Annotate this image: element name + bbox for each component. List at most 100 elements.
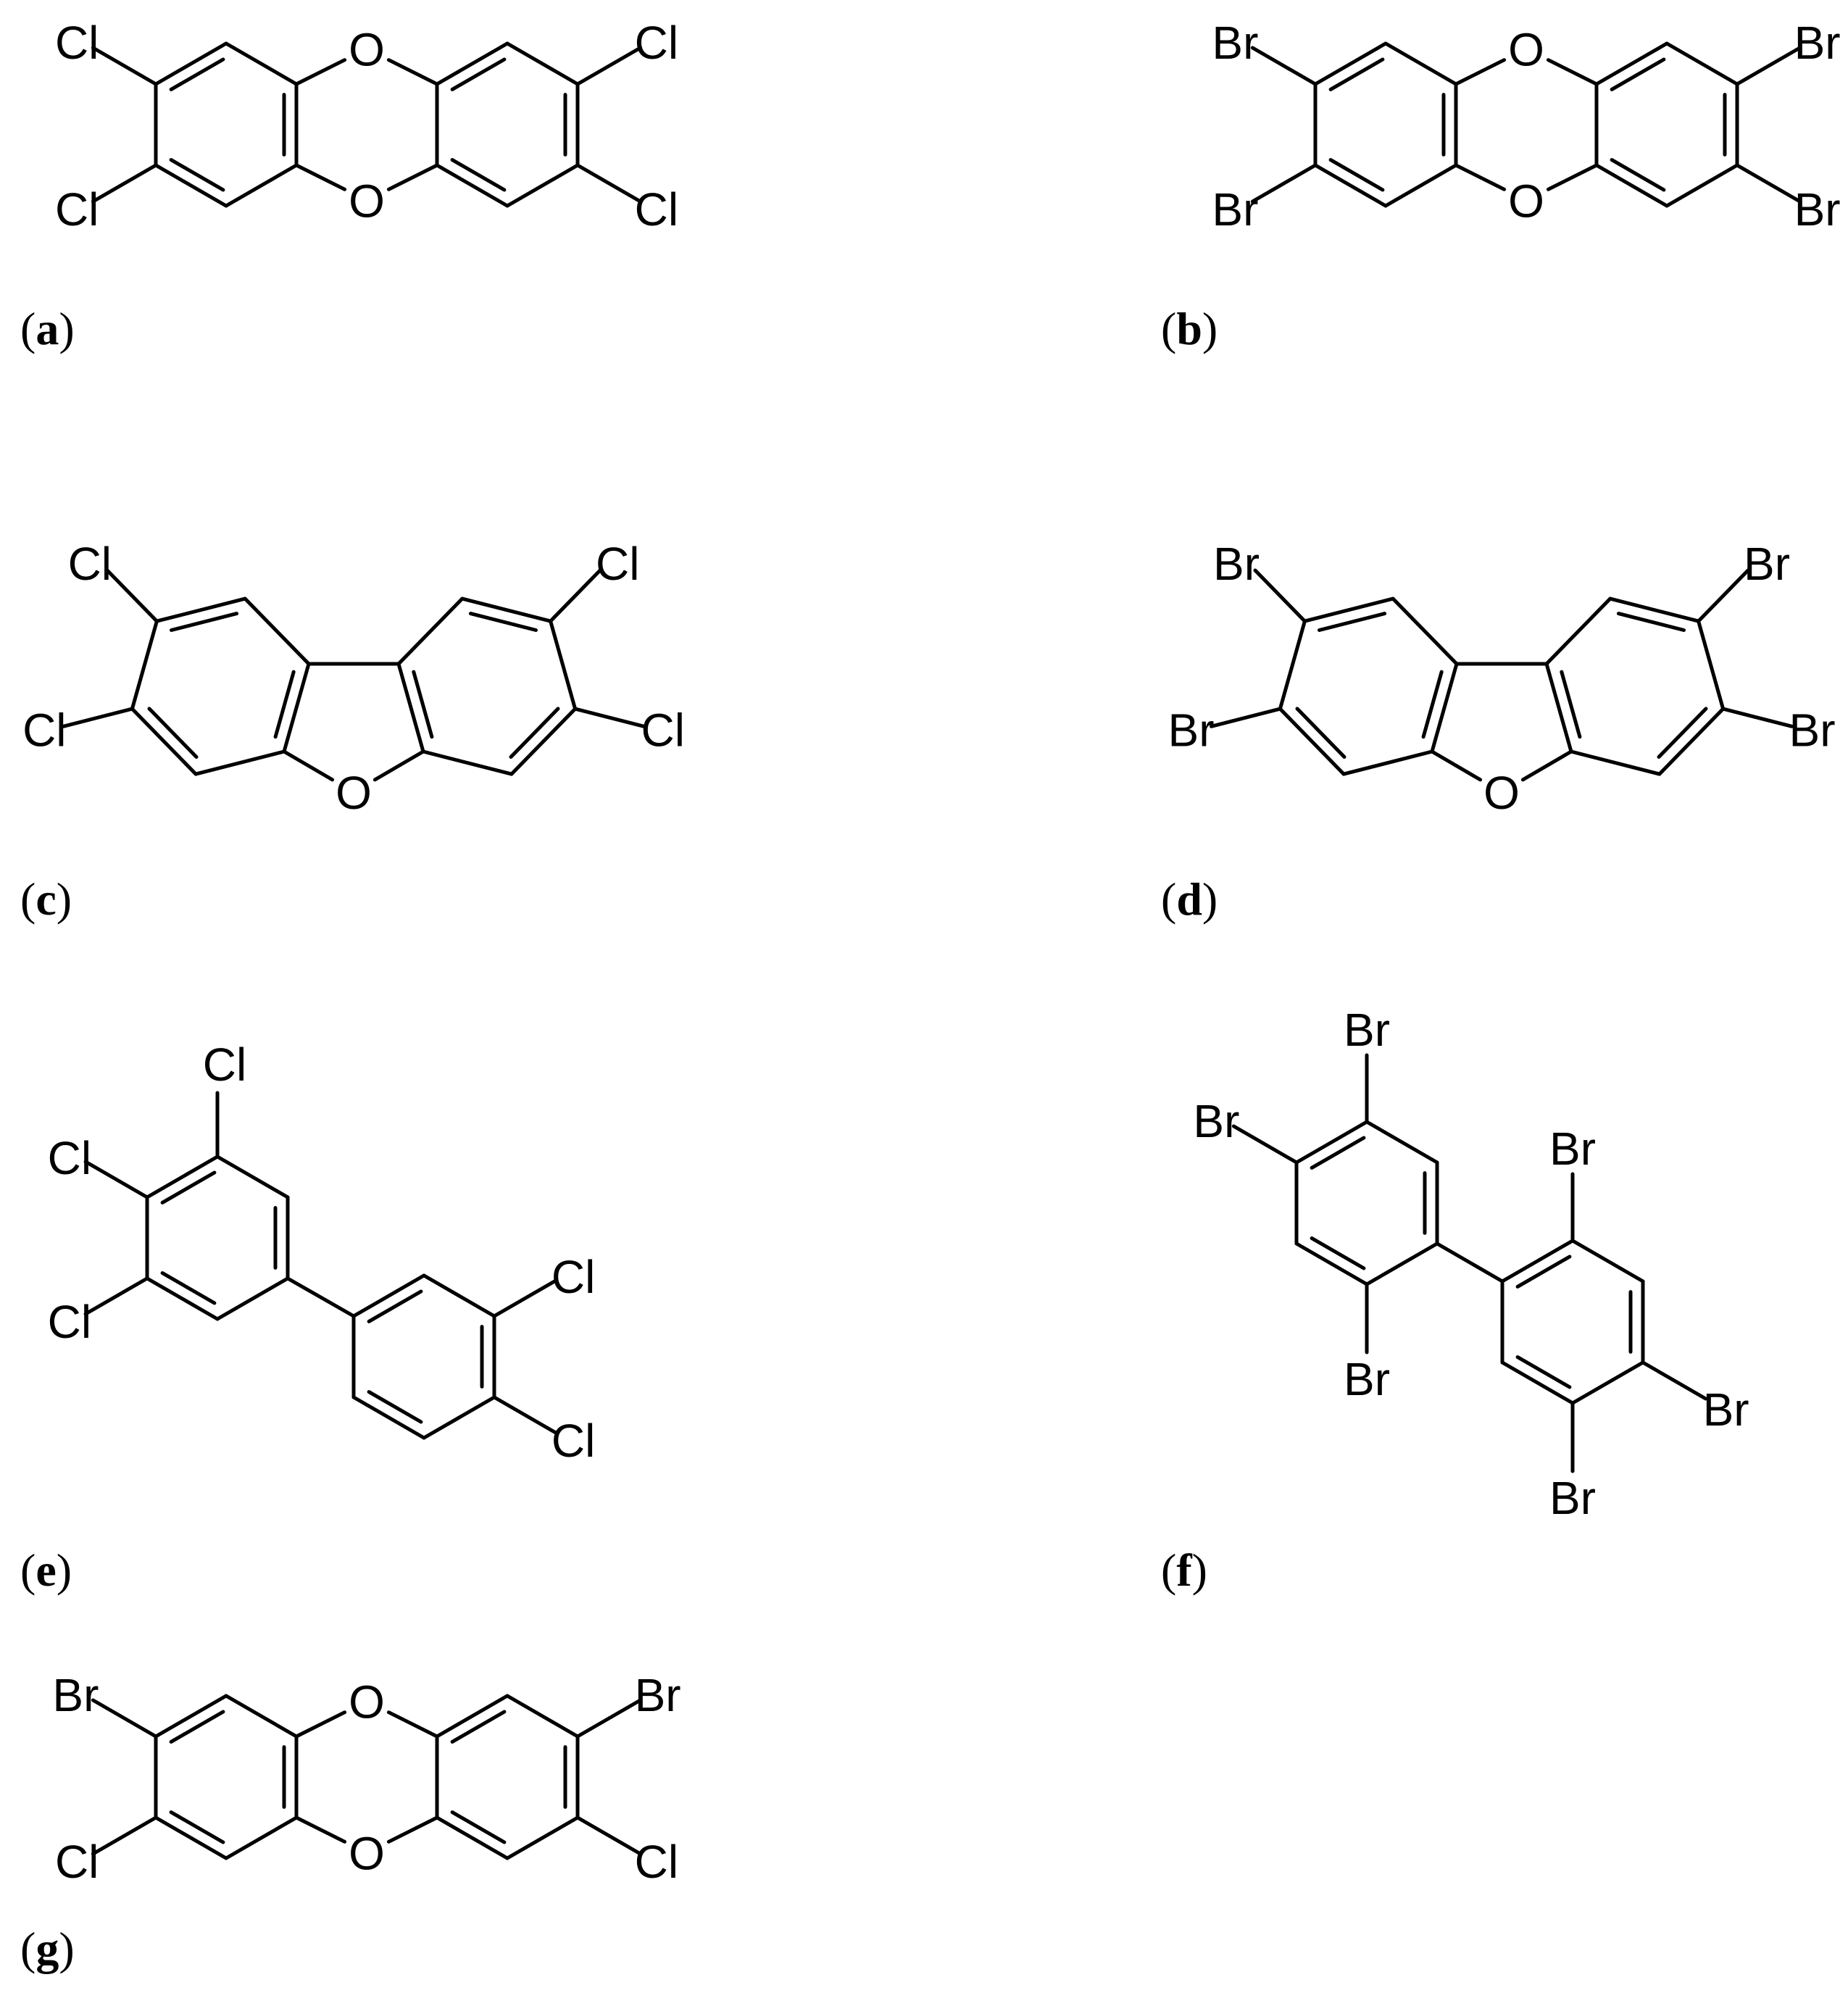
substituent-bond [83,1160,149,1199]
double-bond-line [450,158,507,192]
atom-label-sub-bl-1: Cl [55,183,99,236]
atom-label-sub-tl-0: Br [1213,538,1260,590]
double-bond-line [1328,57,1385,91]
ring-bond [505,1694,580,1739]
ring-bond [435,1694,509,1739]
substituent-bond [91,1815,158,1856]
biaryl-bond [1435,1241,1504,1283]
substituent-bond [575,46,643,86]
ring-bond [460,596,553,623]
substituent-bond [1231,1124,1299,1165]
ring-bond [435,163,509,208]
ring-bond [1500,1239,1575,1283]
ring-bond [1608,596,1701,623]
atom-label-sub-1: Br [1193,1095,1239,1147]
double-bond-line [1610,158,1666,192]
substituent-bond [575,1698,643,1739]
substituent-bond [575,163,643,204]
double-bond-line [1616,612,1686,632]
ring-bond [1365,1120,1439,1165]
substituent-bond [1253,568,1307,623]
ether-bond [1546,58,1599,86]
atom-label-sub-4: Br [1703,1383,1749,1436]
ether-bond [294,163,347,191]
substituent-bond [62,707,134,728]
ring-bond [1544,662,1573,754]
ring-bond [1391,596,1459,666]
ring-bond [1569,749,1662,776]
atom-label-sub-br-5: Cl [635,1836,678,1888]
atom-label-sub-tr-2: Br [1744,538,1790,590]
double-bond-line [169,1810,225,1844]
ether-bond [386,1815,439,1844]
atom-label-sub-5: Br [1549,1472,1596,1524]
double-bond-line [169,158,225,192]
substituent-bond [573,707,646,728]
atom-label-sub-bl-1: Cl [55,1836,99,1888]
ring-bond [1665,163,1739,208]
substituent-bond [575,1815,643,1856]
ring-bond [396,662,425,754]
double-bond-line [367,1390,423,1424]
ring-bond [1657,707,1726,776]
substituent-bond [105,568,159,623]
ring-bond [505,163,580,208]
ether-bond [372,749,425,782]
double-bond-line [468,612,538,632]
ring-bond [224,41,299,86]
double-bond-line [1310,1136,1366,1170]
atom-label-sub-bl-1: Cl [22,704,66,756]
atom-label-o-top-2: O [349,24,385,76]
double-bond-line [450,1710,507,1744]
atom-label-sub-4: Cl [552,1415,595,1467]
atom-label-sub-br-3: Br [1789,704,1836,756]
double-bond-line [1560,670,1582,739]
ring-bond [351,1395,426,1440]
double-bond-line [367,1289,423,1323]
substituent-bond [1210,707,1282,728]
ether-bond [386,163,439,191]
substituent-bond [1641,1360,1708,1401]
ring-bond [422,1395,496,1440]
double-bond-line [160,1170,217,1204]
double-bond-line [1318,612,1387,632]
ring-bond [243,596,311,666]
ring-bond [154,41,228,86]
ring-bond [1594,163,1669,208]
ring-bond [1302,596,1395,623]
double-bond-line [1515,1254,1572,1289]
atom-label-sub-0: Br [1344,1004,1390,1056]
substituent-bond [492,1395,558,1435]
atom-label-sub-br-5: Cl [635,183,678,236]
atom-label-sub-br-5: Br [1794,183,1841,236]
ring-bond [1294,1120,1369,1165]
double-bond-line [169,57,225,91]
ring-bond [224,163,299,208]
double-bond-line [170,612,239,632]
ring-bond [1383,163,1458,208]
ring-bond [145,1276,220,1321]
panel-label-d: (d) [1161,873,1218,925]
atom-label-sub-tr-4: Br [635,1669,681,1721]
ring-bond [509,707,578,776]
ether-bond [294,1710,347,1739]
ring-bond [435,1815,509,1860]
substituent-bond [91,46,158,86]
double-bond-line [169,1710,225,1744]
ring-bond [1278,619,1307,711]
ether-bond [386,58,439,86]
atom-label-sub-1: Cl [48,1132,91,1184]
ether-bond [386,1710,439,1739]
atom-label-o-bottom-3: O [1508,175,1544,228]
double-bond-line [1310,1236,1366,1270]
ring-bond [224,1694,299,1739]
substituent-bond [1721,707,1794,728]
atom-label-sub-tr-4: Br [1794,17,1841,69]
ring-bond [1570,1360,1645,1405]
atom-label-sub-3: Cl [552,1251,595,1303]
ring-bond [549,619,578,711]
ring-bond [154,596,247,623]
substituent-bond [91,163,158,204]
atom-label-o-top-2: O [1508,24,1544,76]
ring-bond [435,41,509,86]
